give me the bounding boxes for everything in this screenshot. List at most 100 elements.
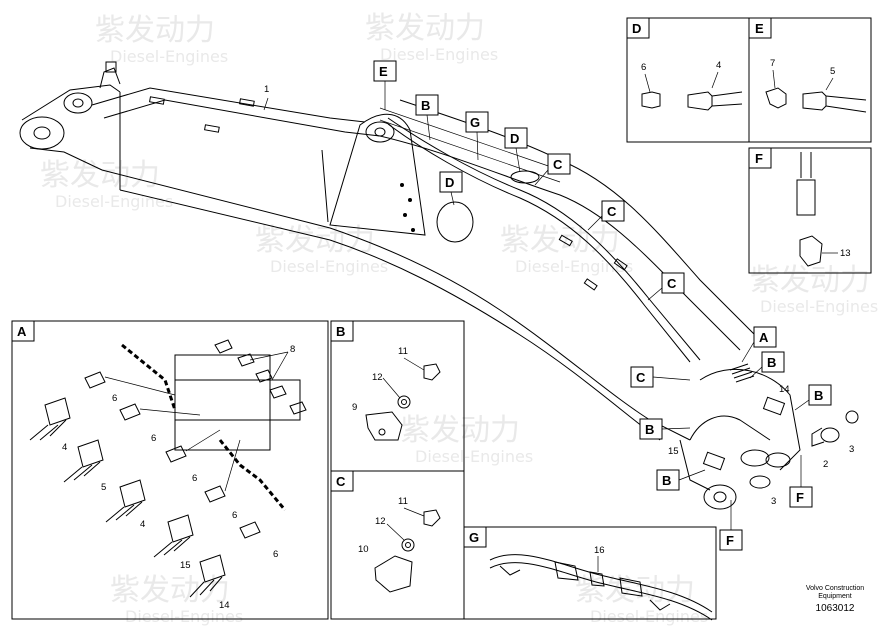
panel-C: C 11 12 10 (330, 470, 465, 620)
leader-G (476, 131, 479, 161)
part-number-4: 4 (62, 442, 67, 453)
watermark-en: Diesel-Engines (125, 607, 243, 626)
elbow-7 (765, 87, 787, 109)
hose-4 (711, 91, 743, 107)
fitting-F (796, 179, 816, 216)
callout-box-B2[interactable] (761, 351, 785, 373)
panel-B-label: B (336, 324, 345, 339)
callout-label-F: F (796, 490, 804, 505)
boom-upper-contour (379, 135, 741, 351)
boom-foot-pin-hole (33, 126, 51, 140)
bolt (408, 198, 412, 202)
callout-label-D2: D (445, 175, 454, 190)
boom-top-edge-front (91, 87, 366, 123)
watermark-cn: 紫发动力 (110, 573, 230, 608)
boom-slot (583, 278, 598, 291)
boom-section-line-2 (321, 149, 329, 223)
manifold-lines (729, 363, 755, 383)
panel-B-label-box (330, 320, 354, 342)
callout-box-C[interactable] (547, 153, 571, 175)
panel-F-label: F (755, 151, 763, 166)
ring-part-3 (845, 410, 859, 424)
panel-G-frame (463, 526, 717, 620)
boom-bottom-contour (119, 189, 661, 441)
hose-F (800, 152, 812, 178)
clamp-G (499, 565, 521, 576)
manifold-block (174, 354, 271, 451)
arm-end-inner (689, 415, 771, 441)
panel-A-label-box (11, 320, 35, 342)
clamp-block (762, 396, 786, 416)
part-number-10: 10 (358, 544, 369, 555)
fitting-5 (802, 91, 827, 111)
hose-fitting-5 (77, 439, 104, 468)
boom-slot (149, 96, 165, 105)
arm-end-ring (740, 449, 770, 467)
panel-D-label: D (632, 21, 641, 36)
fitting-6e (239, 521, 261, 539)
hose-5 (825, 95, 867, 113)
callout-box-B3[interactable] (808, 384, 832, 406)
leader-7 (772, 69, 776, 89)
washer-12 (397, 395, 411, 409)
part-number-15: 15 (668, 446, 679, 457)
watermark-en: Diesel-Engines (515, 257, 633, 276)
hose-4-lines (29, 419, 67, 441)
manifold-block-side (175, 379, 301, 421)
part-number-6: 6 (112, 393, 117, 404)
panel-E-label: E (755, 21, 764, 36)
fitting-6c (165, 445, 187, 463)
panel-E-frame (748, 17, 872, 143)
watermark-cn: 紫发动力 (95, 13, 215, 48)
panel-A-frame (11, 320, 329, 620)
panel-G-label: G (469, 530, 479, 545)
part-number-6: 6 (273, 549, 278, 560)
leader-B3 (794, 399, 810, 411)
callout-box-A[interactable] (753, 326, 777, 348)
hose-assembly-left (29, 371, 261, 598)
boom-slot (558, 234, 573, 247)
boom-lower-contour (101, 169, 691, 441)
leader-12 (386, 523, 405, 541)
boom-foot-pin-hole-rear (72, 98, 84, 108)
boom-slot (613, 258, 628, 271)
hose-fitting-4 (44, 397, 71, 426)
clamp-9 (365, 411, 403, 441)
panel-F-label-box (748, 147, 772, 169)
panel-C-label-box (330, 470, 354, 492)
part-number-6: 6 (151, 433, 156, 444)
dashed-hose (121, 343, 177, 411)
part-number-6: 6 (641, 62, 646, 73)
panel-E: E 7 5 (748, 17, 872, 143)
watermark-layer: 紫发动力 Diesel-Engines 紫发动力 Diesel-Engines … (40, 11, 878, 626)
arm-end-pin-hole (713, 491, 727, 503)
callout-label-B2: B (767, 355, 776, 370)
part-number-3b: 3 (771, 496, 776, 507)
boom-foot-boss-rear (63, 92, 93, 114)
watermark-cn: 紫发动力 (750, 263, 870, 298)
leader-C3 (647, 287, 663, 301)
part-number-14: 14 (779, 384, 790, 395)
callout-box-C3[interactable] (661, 272, 685, 294)
callout-label-C4: C (636, 370, 646, 385)
fitting-6 (641, 91, 661, 109)
leader-11 (403, 507, 425, 517)
fitting-top (289, 401, 307, 415)
fitting-top (237, 353, 255, 367)
callout-label-F2: F (726, 533, 734, 548)
callout-box-C2[interactable] (601, 200, 625, 222)
part-number-11: 11 (398, 496, 408, 507)
leader-1 (263, 97, 269, 111)
leader-B (426, 114, 431, 141)
boom-top-bracket (99, 67, 121, 89)
panel-D: D 6 4 (626, 17, 750, 143)
watermark-en: Diesel-Engines (55, 192, 173, 211)
fitting-6b (119, 403, 141, 421)
callout-label-B4: B (645, 422, 654, 437)
cylinder-pin-hole (374, 127, 386, 137)
callout-label-C3: C (667, 276, 677, 291)
part-number-4: 4 (716, 60, 721, 71)
boom-top-edge-rear (103, 99, 381, 137)
watermark-en: Diesel-Engines (270, 257, 388, 276)
arm-end-lower-contour (679, 439, 711, 491)
